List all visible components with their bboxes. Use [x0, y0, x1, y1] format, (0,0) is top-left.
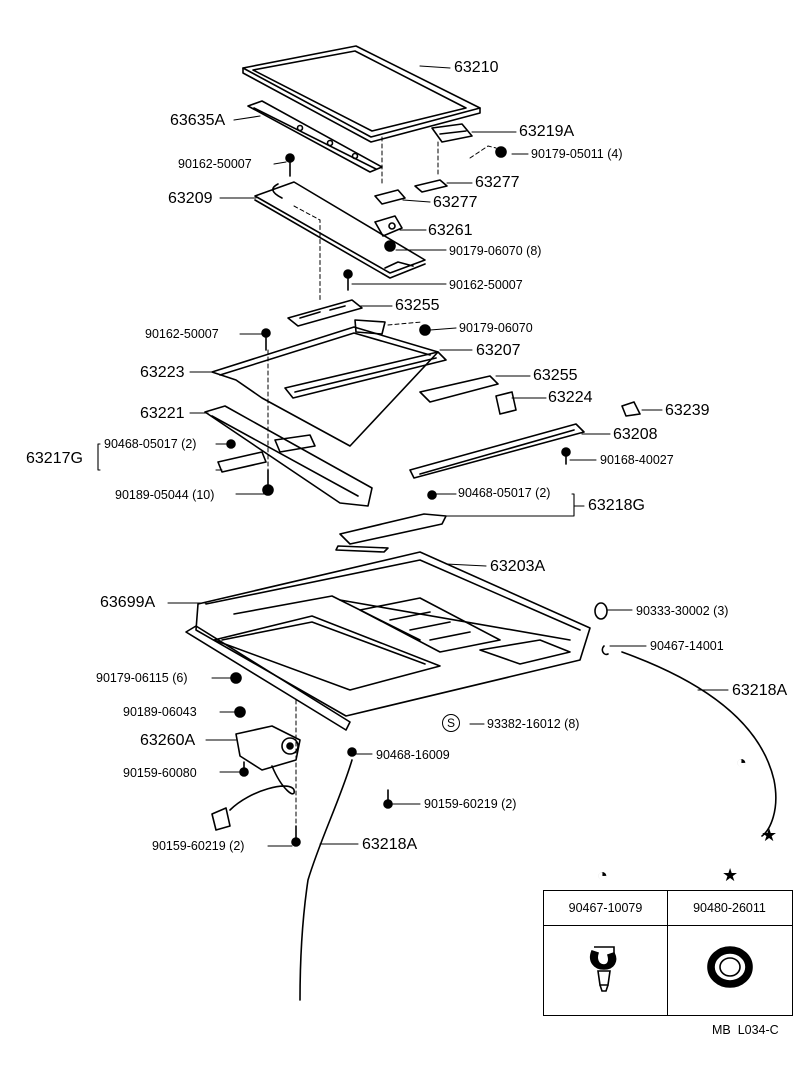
bolt-90159-60219-b-drawing: [291, 825, 301, 847]
label-63224: 63224: [548, 389, 593, 406]
link-63255-b-drawing: [419, 375, 499, 403]
label-90468-05017-a: 90468-05017 (2): [104, 437, 197, 451]
bracket-63224-drawing: [495, 391, 517, 415]
rail-63221-drawing: [204, 405, 373, 507]
circled-s-symbol: S: [442, 714, 460, 732]
sunshade-63209-drawing: [254, 181, 426, 279]
label-63277-b: 63277: [433, 194, 478, 211]
plug-90333-30002-drawing: [594, 602, 608, 620]
leader-lines: [97, 65, 729, 847]
label-90162-50007-c: 90162-50007: [145, 327, 219, 341]
label-63207: 63207: [476, 342, 521, 359]
label-63210: 63210: [454, 59, 499, 76]
label-63209: 63209: [168, 190, 213, 207]
drain-hose-right-drawing: [621, 651, 777, 837]
clip-63277-a-drawing: [414, 179, 448, 193]
clip-90468-16009-drawing: [347, 747, 357, 757]
legend-col1-part: 90467-10079: [568, 901, 643, 915]
label-63221: 63221: [140, 405, 185, 422]
label-90168-40027: 90168-40027: [600, 453, 674, 467]
nut-90179-06070-8-drawing: [384, 240, 396, 252]
label-90162-50007-a: 90162-50007: [178, 157, 252, 171]
clip-90467-14001-drawing: [601, 645, 609, 656]
label-63260A: 63260A: [140, 732, 196, 749]
label-90159-60219-b: 90159-60219 (2): [152, 839, 245, 853]
bolt-90159-60080-drawing: [239, 761, 249, 777]
bracket-63219A-drawing: [431, 123, 473, 143]
label-93382-16012: 93382-16012 (8): [487, 717, 580, 731]
label-90189-06043: 90189-06043: [123, 705, 197, 719]
label-90333-30002: 90333-30002 (3): [636, 604, 729, 618]
glass-panel-drawing: [242, 45, 481, 143]
legend-clip-drawing: [589, 946, 617, 992]
legend-table: 90467-10079 90480-26011: [543, 890, 793, 1016]
label-90179-05011: 90179-05011 (4): [531, 147, 623, 161]
bracket-63218G-drawing: [335, 513, 447, 553]
label-63223: 63223: [140, 364, 185, 381]
label-90179-06070-8: 90179-06070 (8): [449, 244, 542, 258]
star-symbol-header-icon: ★: [722, 865, 739, 885]
clip-symbol-header-icon: ◔: [597, 865, 608, 885]
cable-assy-63223-drawing: [211, 319, 439, 447]
label-63208: 63208: [613, 426, 658, 443]
label-90159-60080: 90159-60080: [123, 766, 197, 780]
bolt-90162-50007-c-drawing: [261, 328, 271, 351]
label-63277-a: 63277: [475, 174, 520, 191]
label-63219A: 63219A: [519, 123, 575, 140]
nut-90179-05011-drawing: [495, 146, 507, 158]
legend-grommet-drawing: [707, 946, 753, 988]
label-90162-50007-b: 90162-50007: [449, 278, 523, 292]
label-63217G: 63217G: [26, 450, 83, 467]
label-90189-05044: 90189-05044 (10): [115, 488, 215, 502]
bolt-90162-50007-b-drawing: [343, 269, 353, 291]
motor-63260A-drawing: [211, 725, 301, 831]
drain-hose-left-drawing: [299, 759, 353, 1001]
label-63261: 63261: [428, 222, 473, 239]
label-90468-16009: 90468-16009: [376, 748, 450, 762]
rail-63207-drawing: [284, 351, 447, 399]
label-63218A-a: 63218A: [732, 682, 788, 699]
dashed-guides: [267, 136, 497, 827]
bolt-90168-40027-drawing: [561, 447, 571, 465]
label-63218A-b: 63218A: [362, 836, 418, 853]
bolt-90468-05017-b-drawing: [427, 490, 437, 500]
drawing-code: MB L034-C: [712, 1023, 779, 1037]
label-63255-b: 63255: [533, 367, 578, 384]
clip-63277-b-drawing: [374, 189, 406, 205]
nut-90179-06070-drawing: [419, 324, 431, 336]
label-90467-14001: 90467-14001: [650, 639, 724, 653]
bolt-90162-50007-a-drawing: [285, 153, 295, 177]
label-63239: 63239: [665, 402, 710, 419]
link-63255-a-drawing: [287, 299, 363, 327]
label-63203A: 63203A: [490, 558, 546, 575]
label-90159-60219-a: 90159-60219 (2): [424, 797, 517, 811]
label-90179-06070: 90179-06070: [459, 321, 533, 335]
label-63218G: 63218G: [588, 497, 645, 514]
label-63699A: 63699A: [100, 594, 156, 611]
label-63255-a: 63255: [395, 297, 440, 314]
label-63635A: 63635A: [170, 112, 226, 129]
label-90179-06115: 90179-06115 (6): [96, 671, 188, 685]
housing-frame-drawing: [185, 551, 591, 731]
star-symbol-icon: ★: [761, 825, 778, 845]
block-63239-drawing: [621, 401, 641, 417]
rail-63208-drawing: [409, 423, 585, 479]
legend-col2-part: 90480-26011: [693, 901, 766, 915]
clip-symbol-icon: ◔: [736, 752, 747, 772]
label-90468-05017-b: 90468-05017 (2): [458, 486, 551, 500]
hinge-63261-drawing: [374, 215, 403, 237]
bolt-90159-60219-a-drawing: [383, 789, 393, 809]
bolt-90189-05044-drawing: [262, 469, 274, 496]
